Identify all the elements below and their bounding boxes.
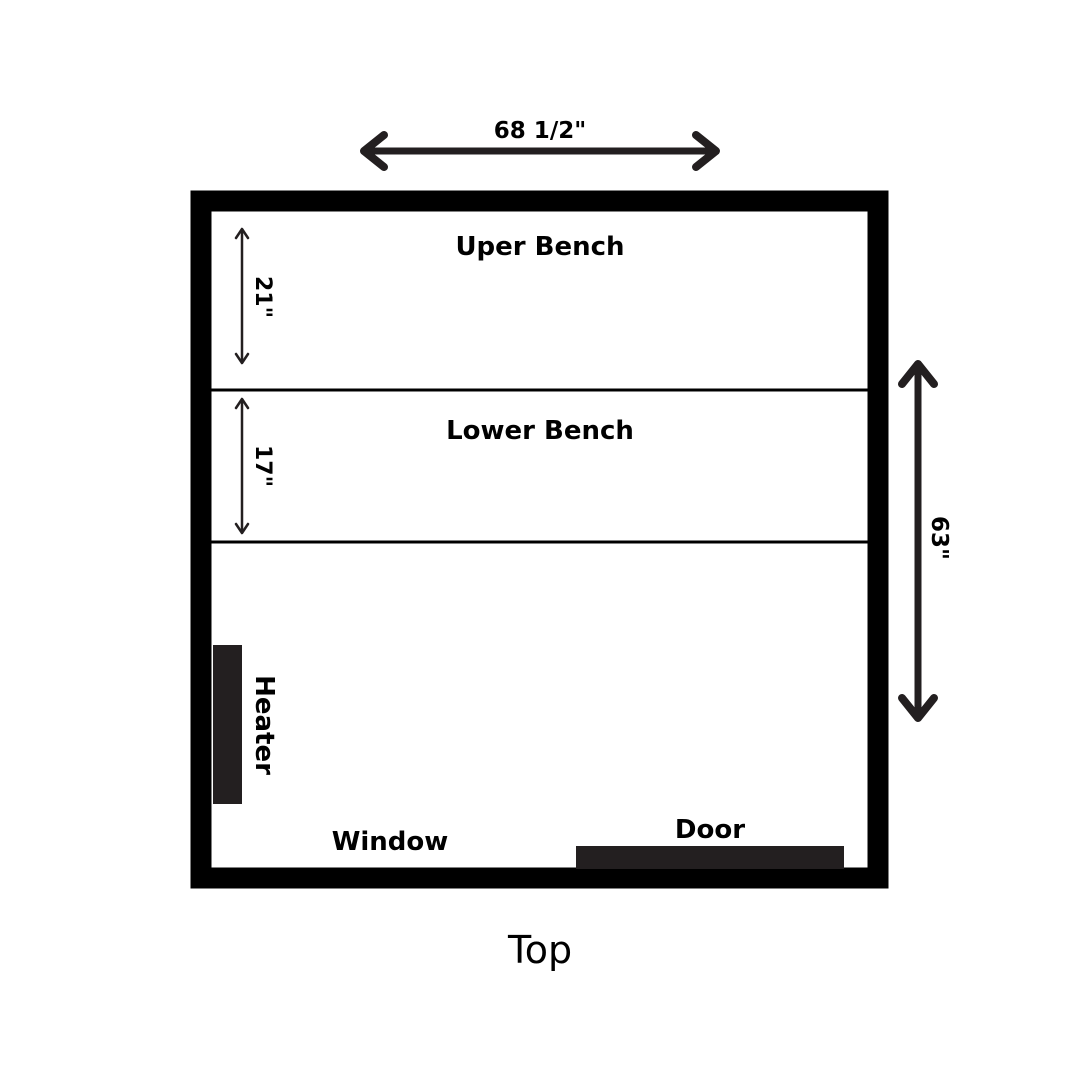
door-block [576, 846, 844, 869]
width-dimension-label: 68 1/2" [494, 118, 586, 144]
window-label: Window [332, 827, 449, 857]
width-dimension-arrow [360, 131, 720, 171]
door-label: Door [675, 815, 745, 845]
heater-label: Heater [249, 675, 279, 775]
lower-bench-dimension-label: 17" [250, 445, 275, 487]
room-walls [190, 190, 889, 889]
upper-bench-label: Uper Bench [455, 232, 624, 262]
heater-block [213, 645, 242, 804]
depth-dimension-label: 63" [926, 516, 952, 560]
lower-bench-label: Lower Bench [446, 416, 634, 446]
lower-bench-dimension-arrow [234, 397, 250, 535]
upper-bench-dimension-label: 21" [250, 276, 275, 318]
depth-dimension-arrow [898, 360, 938, 722]
upper-bench-dimension-arrow [234, 227, 250, 365]
view-caption: Top [507, 928, 572, 972]
